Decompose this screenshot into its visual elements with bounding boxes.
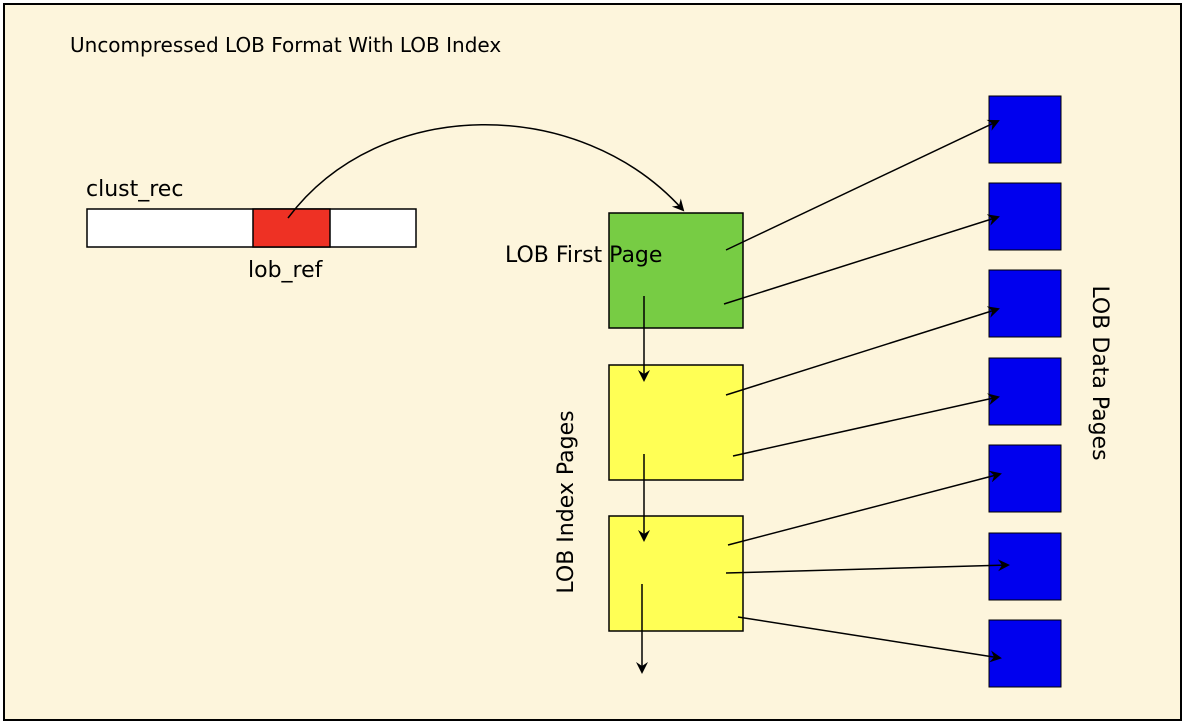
lob-data-page-6 bbox=[988, 532, 1062, 601]
lob-data-page-4 bbox=[988, 357, 1062, 426]
lob-data-page-2 bbox=[988, 182, 1062, 251]
diagram-background bbox=[3, 3, 1182, 721]
data-pointer-arrow-6 bbox=[725, 559, 1010, 574]
lob-data-page-3 bbox=[988, 269, 1062, 338]
lob-first-page bbox=[608, 212, 744, 329]
lob-data-page-7 bbox=[988, 619, 1062, 688]
data-pointer-arrow-1 bbox=[725, 119, 1000, 251]
index-pages-label: LOB Index Pages bbox=[554, 410, 579, 593]
record-name: clust_rec bbox=[86, 177, 183, 202]
lob-ref-label: lob_ref bbox=[248, 258, 324, 283]
data-pointer-arrow-2 bbox=[723, 214, 1000, 305]
data-pointer-arrow-7 bbox=[737, 616, 1002, 663]
data-pages-label: LOB Data Pages bbox=[1087, 285, 1112, 460]
clust-rec-box bbox=[86, 208, 417, 248]
first-page-label: LOB First Page bbox=[505, 243, 662, 268]
diagram-title: Uncompressed LOB Format With LOB Index bbox=[70, 33, 501, 57]
data-pointer-arrow-3 bbox=[725, 306, 1000, 396]
lob-ref-field bbox=[252, 208, 331, 248]
lob-index-page-1 bbox=[608, 364, 744, 481]
lob-ref-pointer-arrow bbox=[287, 124, 685, 219]
lob-data-page-5 bbox=[988, 444, 1062, 513]
data-pointer-arrow-4 bbox=[732, 393, 1000, 457]
lob-data-page-1 bbox=[988, 95, 1062, 164]
lob-index-page-2 bbox=[608, 515, 744, 632]
data-pointer-arrow-5 bbox=[727, 470, 1002, 546]
